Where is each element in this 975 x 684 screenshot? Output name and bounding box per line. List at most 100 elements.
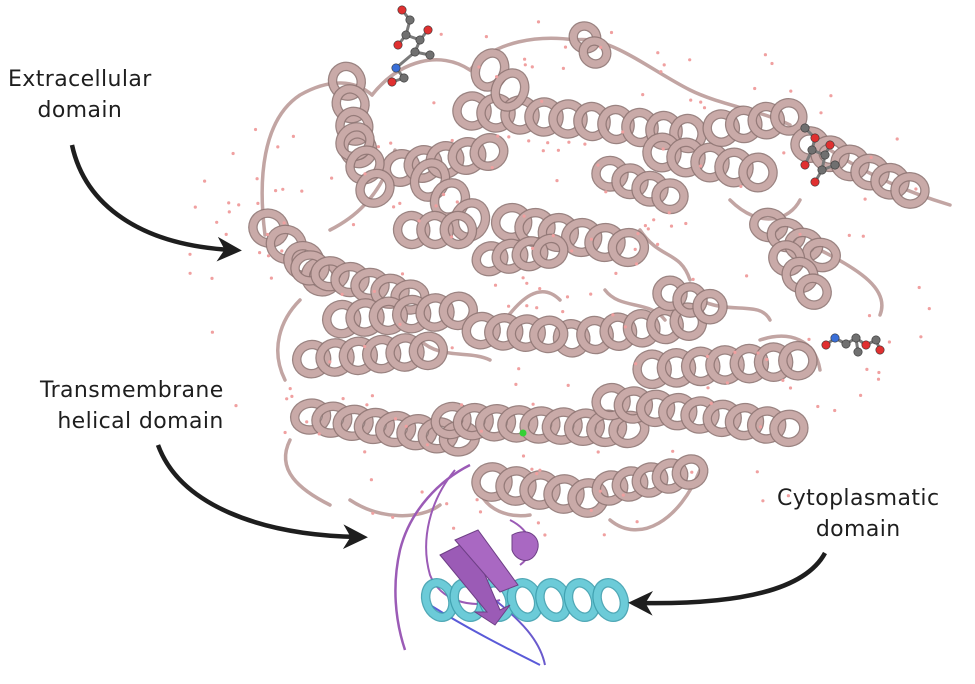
- water-dot: [641, 93, 645, 97]
- water-dot: [285, 397, 289, 401]
- water-dot: [530, 65, 534, 69]
- water-dot: [398, 201, 402, 205]
- cytoplasmatic-domain-label: Cytoplasmatic domain: [777, 483, 939, 545]
- water-dot: [633, 247, 637, 251]
- cytoplasmic-alpha-helix: [420, 578, 630, 622]
- water-dot: [745, 274, 749, 278]
- water-dot: [756, 351, 760, 355]
- extracellular-domain-label: Extracellular domain: [8, 64, 152, 126]
- water-dot: [525, 281, 529, 285]
- water-dot: [887, 340, 892, 344]
- water-dot: [551, 234, 555, 238]
- water-dot: [376, 145, 380, 149]
- water-dot: [530, 467, 534, 471]
- water-dot: [667, 211, 671, 215]
- water-dot: [652, 218, 656, 222]
- water-dot: [604, 190, 608, 194]
- water-dot: [589, 292, 593, 296]
- water-dot: [798, 232, 802, 236]
- transmembrane-label-line1: Transmembrane: [40, 378, 224, 403]
- water-dot: [363, 450, 367, 454]
- water-dot: [475, 498, 479, 502]
- water-dot: [493, 283, 498, 287]
- water-dot: [546, 141, 550, 145]
- water-dot: [288, 387, 292, 391]
- water-dot: [709, 401, 713, 405]
- water-dot: [877, 370, 881, 375]
- alpha-helix-27: [471, 233, 569, 277]
- alpha-helix-24: [470, 48, 530, 112]
- water-dot: [596, 163, 600, 167]
- water-dot: [507, 135, 511, 139]
- water-dot: [621, 130, 625, 134]
- water-dot: [371, 511, 375, 515]
- water-dot: [210, 276, 214, 280]
- water-dot: [203, 179, 207, 183]
- ligand-right-lower: [821, 333, 885, 357]
- water-dot: [786, 494, 791, 498]
- water-dot: [656, 242, 660, 246]
- water-dot: [566, 383, 570, 387]
- water-dot: [253, 127, 258, 132]
- water-dot: [725, 381, 730, 385]
- water-dot: [391, 515, 395, 519]
- water-dot: [521, 276, 525, 280]
- water-dot: [507, 304, 511, 308]
- water-dot: [300, 189, 304, 193]
- alpha-helix-29: [652, 275, 728, 325]
- water-dot: [567, 140, 571, 144]
- water-dot: [689, 98, 693, 102]
- alpha-helix-26: [392, 210, 478, 250]
- water-dot: [224, 232, 228, 236]
- cytoplasmatic-label-line2: domain: [815, 517, 901, 542]
- cytoplasmatic-label-line1: Cytoplasmatic: [777, 486, 940, 511]
- alpha-helix-13: [591, 454, 709, 506]
- water-dot: [365, 403, 369, 407]
- water-dot: [400, 272, 405, 276]
- water-dot: [867, 314, 872, 318]
- water-dot: [237, 203, 241, 207]
- ion-atom: [519, 429, 527, 437]
- water-dot: [369, 478, 373, 482]
- water-dot: [290, 394, 294, 398]
- water-dot: [392, 205, 396, 209]
- water-dot: [770, 61, 774, 66]
- water-dot: [634, 362, 638, 366]
- water-dot: [439, 32, 443, 36]
- water-molecules: [188, 20, 931, 537]
- water-dot: [690, 470, 694, 474]
- water-dot: [188, 271, 192, 275]
- water-dot: [869, 155, 873, 160]
- water-dot: [643, 224, 648, 228]
- transmembrane-arrow: [155, 444, 368, 550]
- water-dot: [684, 221, 688, 226]
- water-dot: [863, 197, 867, 201]
- water-dot: [789, 89, 793, 93]
- water-dot: [623, 325, 628, 329]
- water-dot: [538, 468, 542, 472]
- water-dot: [788, 386, 793, 390]
- water-dot: [589, 508, 593, 512]
- water-dot: [536, 521, 541, 525]
- water-dot: [914, 187, 918, 191]
- water-dot: [450, 235, 454, 239]
- alpha-helix-9: [632, 340, 818, 390]
- water-dot: [234, 404, 238, 408]
- water-dot: [193, 205, 197, 209]
- transmembrane-label-line2: helical domain: [57, 409, 224, 434]
- water-dot: [227, 210, 231, 214]
- water-dot: [919, 335, 923, 339]
- water-dot: [215, 220, 219, 224]
- water-dot: [445, 502, 449, 506]
- water-dot: [420, 490, 424, 494]
- water-dot: [782, 151, 786, 155]
- ligand-right-upper: [800, 123, 840, 187]
- water-dot: [819, 111, 823, 115]
- water-dot: [927, 307, 931, 311]
- alpha-helix-5: [291, 331, 449, 379]
- protein-helices: [248, 21, 930, 518]
- extracellular-label-line1: Extracellular: [8, 67, 152, 92]
- water-dot: [614, 271, 618, 275]
- water-dot: [602, 533, 606, 537]
- water-dot: [671, 449, 675, 453]
